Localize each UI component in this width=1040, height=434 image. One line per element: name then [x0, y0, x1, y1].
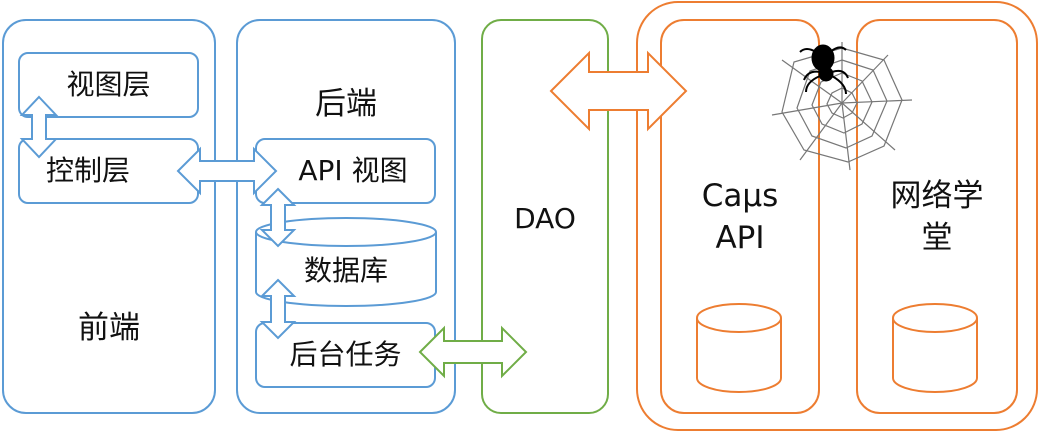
wangluo-label: 网络学 堂 — [890, 178, 984, 256]
caus-api-database-icon — [696, 303, 782, 393]
view-control-arrow — [19, 95, 59, 159]
api-view-label: API 视图 — [298, 154, 408, 187]
view-layer-label: 视图层 — [66, 68, 151, 101]
tasks-dao-arrow — [418, 325, 528, 379]
spider-icon — [799, 44, 849, 95]
background-tasks-box — [255, 322, 436, 388]
api-database-arrow — [259, 187, 297, 248]
caus-api-label: Caμs API — [701, 178, 779, 256]
control-layer-label: 控制层 — [45, 154, 130, 187]
api-view-box — [255, 138, 436, 204]
wangluo-database-icon — [892, 303, 978, 393]
dao-label: DAO — [514, 202, 576, 235]
control-api-arrow — [176, 146, 278, 196]
backend-title: 后端 — [315, 86, 377, 122]
dao-external-arrow — [549, 50, 688, 132]
database-label: 数据库 — [303, 254, 388, 287]
database-tasks-arrow — [259, 278, 297, 340]
background-tasks-label: 后台任务 — [289, 338, 402, 371]
frontend-title: 前端 — [78, 310, 140, 346]
